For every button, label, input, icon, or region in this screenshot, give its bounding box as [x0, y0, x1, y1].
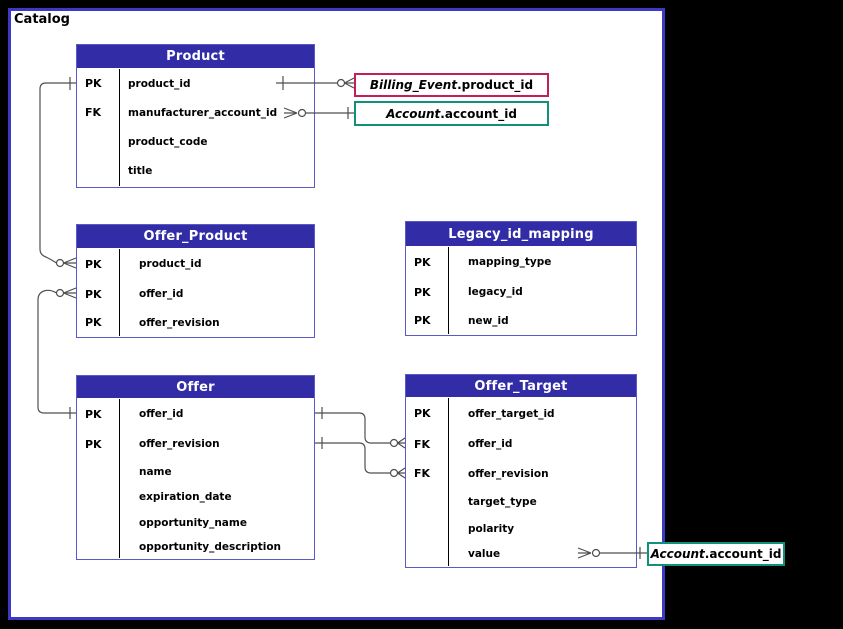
attribute-name: manufacturer_account_id	[128, 106, 278, 119]
entity-title: Offer	[77, 376, 314, 399]
table-row[interactable]: opportunity_description	[77, 536, 314, 558]
attribute-name: opportunity_name	[139, 517, 247, 529]
attribute-name: mapping_type	[468, 256, 552, 268]
entity-title: Product	[77, 45, 314, 69]
key-flag: PK	[85, 407, 102, 421]
key-flag: PK	[414, 314, 431, 327]
key-column-divider	[448, 398, 449, 566]
table-row[interactable]: target_type	[406, 488, 636, 515]
key-column-divider	[448, 247, 449, 334]
ref-entity-name: Billing_Event	[369, 78, 458, 92]
key-column-divider	[119, 399, 120, 558]
attribute-name: product_id	[128, 77, 191, 90]
entity-title: Offer_Target	[406, 375, 636, 398]
table-row[interactable]: FK offer_revision	[406, 459, 636, 488]
attribute-name: offer_target_id	[468, 407, 555, 420]
attribute-name: product_code	[128, 135, 208, 148]
table-row[interactable]: title	[77, 156, 314, 186]
table-row[interactable]: PK new_id	[406, 307, 636, 334]
attribute-name: polarity	[468, 522, 515, 535]
table-row[interactable]: opportunity_name	[77, 510, 314, 536]
ref-entity-name: Account	[650, 547, 705, 561]
key-flag: PK	[414, 407, 431, 420]
key-flag: PK	[414, 285, 431, 299]
attribute-name: offer_id	[468, 438, 513, 450]
attribute-name: offer_revision	[139, 316, 220, 329]
attribute-name: opportunity_description	[139, 541, 282, 553]
attribute-name: value	[468, 548, 501, 560]
key-flag: FK	[414, 467, 431, 480]
attribute-name: target_type	[468, 495, 537, 508]
table-row[interactable]: value	[406, 542, 636, 566]
attribute-name: product_id	[139, 258, 202, 270]
table-row[interactable]: polarity	[406, 515, 636, 542]
table-row[interactable]: expiration_date	[77, 484, 314, 510]
attribute-name: offer_revision	[468, 467, 549, 480]
ref-billing-event-product-id[interactable]: Billing_Event.product_id	[354, 73, 549, 97]
table-row[interactable]: PK product_id	[77, 249, 314, 279]
key-flag: FK	[85, 106, 102, 119]
table-row[interactable]: PK offer_target_id	[406, 398, 636, 429]
table-row[interactable]: PK offer_revision	[77, 309, 314, 336]
attribute-name: offer_revision	[139, 438, 220, 450]
key-flag: PK	[85, 316, 102, 329]
entity-title: Offer_Product	[77, 225, 314, 249]
attribute-name: expiration_date	[139, 491, 232, 503]
table-row[interactable]: PK offer_id	[77, 399, 314, 429]
table-row[interactable]: PK offer_id	[77, 279, 314, 309]
key-flag: PK	[85, 437, 102, 451]
entity-offer[interactable]: Offer PK offer_id PK offer_revision name…	[76, 375, 315, 560]
table-row[interactable]: PK mapping_type	[406, 247, 636, 277]
table-row[interactable]: PK offer_revision	[77, 429, 314, 459]
key-column-divider	[119, 249, 120, 336]
table-row[interactable]: FK manufacturer_account_id	[77, 98, 314, 127]
ref-attr-name: .account_id	[440, 106, 517, 121]
key-flag: PK	[85, 257, 102, 271]
entity-offer-target[interactable]: Offer_Target PK offer_target_id FK offer…	[405, 374, 637, 568]
attribute-name: name	[139, 465, 172, 478]
ref-account-account-id-top[interactable]: Account.account_id	[354, 101, 549, 126]
key-flag: PK	[85, 77, 102, 90]
attribute-name: offer_id	[139, 288, 184, 300]
table-row[interactable]: PK product_id	[77, 69, 314, 98]
entity-offer-product[interactable]: Offer_Product PK product_id PK offer_id …	[76, 224, 315, 338]
attribute-name: legacy_id	[468, 286, 523, 298]
frame-title: Catalog	[14, 12, 70, 27]
table-row[interactable]: FK offer_id	[406, 429, 636, 459]
table-row[interactable]: product_code	[77, 127, 314, 156]
ref-attr-name: .product_id	[457, 78, 534, 92]
ref-account-account-id-bottom[interactable]: Account.account_id	[647, 542, 785, 566]
key-flag: PK	[85, 287, 102, 301]
entity-title: Legacy_id_mapping	[406, 222, 636, 247]
entity-product[interactable]: Product PK product_id FK manufacturer_ac…	[76, 44, 315, 188]
key-flag: FK	[414, 437, 431, 451]
ref-attr-name: .account_id	[704, 547, 782, 561]
attribute-name: offer_id	[139, 408, 184, 420]
entity-legacy-id-mapping[interactable]: Legacy_id_mapping PK mapping_type PK leg…	[405, 221, 637, 336]
ref-entity-name: Account	[386, 106, 441, 121]
attribute-name: title	[128, 165, 153, 177]
attribute-name: new_id	[468, 314, 509, 327]
key-column-divider	[119, 69, 120, 186]
table-row[interactable]: PK legacy_id	[406, 277, 636, 307]
table-row[interactable]: name	[77, 459, 314, 484]
key-flag: PK	[414, 255, 431, 269]
